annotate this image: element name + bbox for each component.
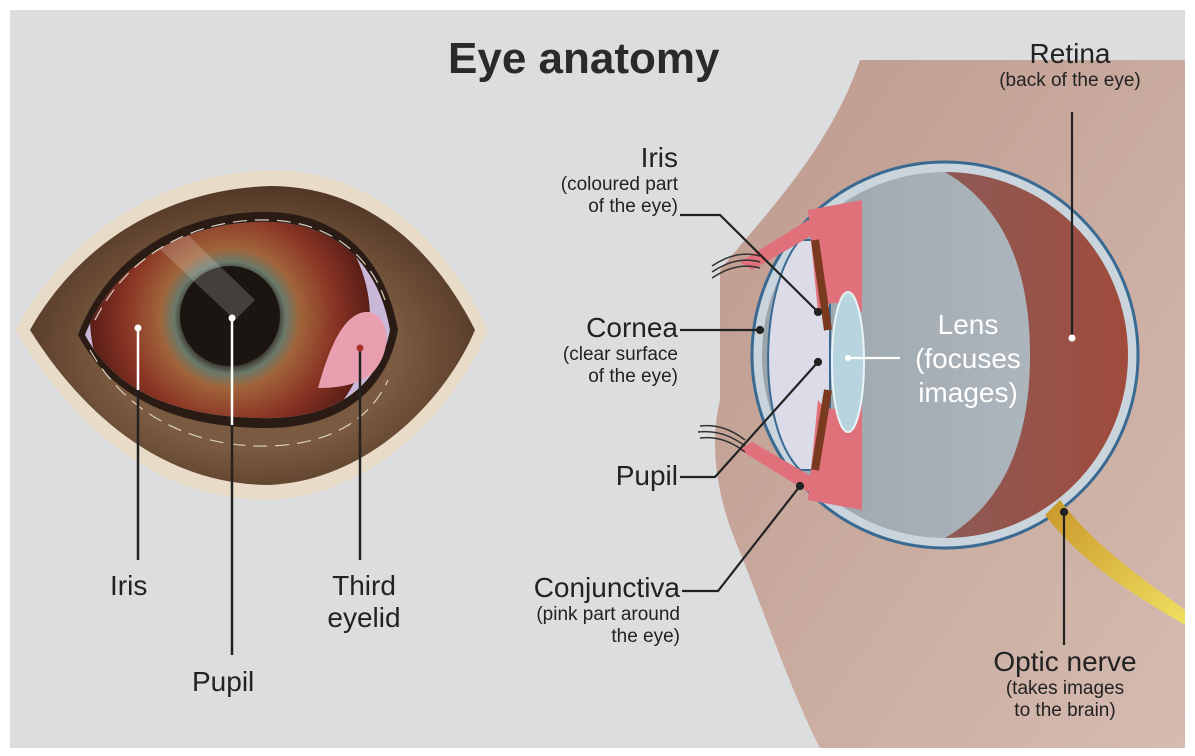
label-retina: Retina — [970, 38, 1170, 70]
label-pupil-section: Pupil — [540, 460, 678, 492]
label-conjunctiva-desc-1: (pink part around — [470, 604, 680, 626]
label-optic-nerve-desc-1: (takes images — [965, 678, 1165, 700]
label-cornea-group: Cornea (clear surface of the eye) — [480, 312, 678, 388]
label-third-eyelid-line1: Third — [318, 570, 410, 602]
page-title: Eye anatomy — [448, 34, 719, 84]
label-optic-nerve-desc-2: to the brain) — [965, 700, 1165, 722]
label-iris-desc-2: of the eye) — [480, 196, 678, 218]
label-iris-section: Iris — [480, 142, 678, 174]
label-lens-desc-2: images) — [898, 376, 1038, 410]
label-third-eyelid-line2: eyelid — [318, 602, 410, 634]
label-conjunctiva-desc-2: the eye) — [470, 626, 680, 648]
label-cornea-desc-2: of the eye) — [480, 366, 678, 388]
label-cornea: Cornea — [480, 312, 678, 344]
label-iris-desc-1: (coloured part — [480, 174, 678, 196]
label-optic-nerve: Optic nerve — [965, 646, 1165, 678]
label-cornea-desc-1: (clear surface — [480, 344, 678, 366]
external-eye — [15, 170, 488, 500]
label-iris-group: Iris (coloured part of the eye) — [480, 142, 678, 218]
label-iris-external: Iris — [110, 570, 147, 602]
label-lens-group: Lens (focuses images) — [898, 308, 1038, 410]
label-lens-desc-1: (focuses — [898, 342, 1038, 376]
label-conjunctiva: Conjunctiva — [470, 572, 680, 604]
label-retina-desc: (back of the eye) — [970, 70, 1170, 92]
label-conjunctiva-group: Conjunctiva (pink part around the eye) — [470, 572, 680, 648]
lens — [832, 292, 864, 432]
label-third-eyelid: Third eyelid — [318, 570, 410, 634]
label-pupil-external: Pupil — [192, 666, 254, 698]
label-optic-nerve-group: Optic nerve (takes images to the brain) — [965, 646, 1165, 722]
label-lens: Lens — [898, 308, 1038, 342]
label-retina-group: Retina (back of the eye) — [970, 38, 1170, 92]
